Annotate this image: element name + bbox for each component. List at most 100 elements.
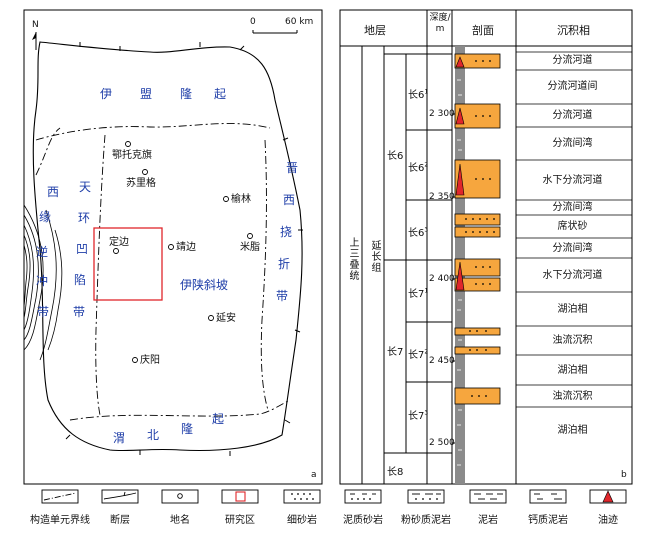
- scale-distance: 60 km: [285, 17, 314, 27]
- tectonic-boundaries: [35, 123, 291, 421]
- western-thrust-faults: [23, 204, 63, 361]
- region-char: 陷: [74, 273, 87, 287]
- depth-2450: 2 450: [429, 356, 455, 366]
- region-char: 折: [278, 257, 291, 271]
- region-char: 缘: [39, 210, 52, 224]
- region-yishan-slope: 伊陕斜坡: [180, 278, 229, 292]
- system-label: 上三叠统: [347, 237, 358, 281]
- fault-ticks: [65, 42, 303, 456]
- legend-label-fault: 断层: [110, 515, 130, 526]
- city-marker-sulige: [142, 169, 148, 175]
- submember-chang6-2: 长62: [408, 161, 429, 174]
- column-frame: [339, 9, 633, 485]
- region-char: 冲: [36, 274, 49, 288]
- facies-row: 分流河道: [552, 55, 593, 66]
- facies-row: 分流河道间: [547, 81, 598, 92]
- region-char: 天: [79, 180, 92, 194]
- legend-label-fine-sandstone: 细砂岩: [287, 515, 317, 526]
- region-char: 西: [47, 185, 60, 199]
- region-char: 带: [37, 305, 50, 319]
- legend-label-oil-trace: 油迹: [598, 515, 618, 526]
- facies-row: 湖泊相: [557, 365, 588, 376]
- scale-zero: 0: [250, 17, 256, 27]
- depth-2350: 2 350: [429, 192, 455, 202]
- city-mizhi: 米脂: [240, 242, 260, 253]
- sand-bed-6: [454, 258, 501, 277]
- facies-row: 湖泊相: [557, 425, 588, 436]
- facies-dividers: [516, 51, 632, 408]
- region-char: 渭: [113, 431, 126, 445]
- facies-row: 湖泊相: [557, 304, 588, 315]
- facies-row: 水下分流河道: [542, 270, 603, 281]
- legend-icons: [41, 489, 627, 504]
- legend-label-calcareous-mudstone: 钙质泥岩: [528, 515, 568, 526]
- region-char: 带: [73, 305, 86, 319]
- region-char: 盟: [140, 87, 153, 101]
- city-jingbian: 靖边: [176, 242, 196, 253]
- region-char: 挠: [280, 225, 293, 239]
- depth-2500: 2 500: [429, 438, 455, 448]
- facies-row: 浊流沉积: [552, 335, 593, 346]
- city-markers: [113, 141, 253, 363]
- submember-chang6-3: 长63: [408, 226, 429, 239]
- legend-label-argillaceous-sandstone: 泥质砂岩: [343, 515, 383, 526]
- facies-row: 水下分流河道: [542, 175, 603, 186]
- city-marker-etuokeqi: [125, 141, 131, 147]
- submember-chang6-1: 长61: [408, 88, 429, 101]
- sand-bed-5: [454, 226, 501, 238]
- sandstone-beds: [454, 53, 501, 405]
- sand-dots: [465, 60, 495, 397]
- city-dingbian: 定边: [109, 237, 129, 248]
- city-marker-qingyang: [132, 357, 138, 363]
- city-marker-jingbian: [168, 244, 174, 250]
- region-char: 起: [214, 87, 227, 101]
- sand-bed-10: [454, 387, 501, 405]
- sand-bed-4: [454, 213, 501, 226]
- facies-row: 浊流沉积: [552, 391, 593, 402]
- study-area-box: [93, 227, 163, 301]
- region-char: 晋: [286, 161, 299, 175]
- city-marker-dingbian: [113, 248, 119, 254]
- region-char: 带: [276, 289, 289, 303]
- member-chang6: 长6: [387, 151, 404, 162]
- formation-label: 延长组: [369, 240, 380, 273]
- city-marker-mizhi: [247, 233, 253, 239]
- region-char: 伊: [100, 87, 113, 101]
- region-char: 环: [78, 211, 91, 225]
- city-yanan: 延安: [216, 313, 236, 324]
- legend-label-study-area: 研究区: [225, 515, 255, 526]
- region-char: 隆: [181, 422, 194, 436]
- facies-row: 席状砂: [557, 221, 588, 232]
- legend-label-place: 地名: [170, 515, 190, 526]
- depth-2400: 2 400: [429, 274, 455, 284]
- region-char: 凹: [76, 242, 89, 256]
- region-char: 西: [283, 193, 296, 207]
- basin-boundary: [32, 41, 303, 452]
- region-char: 隆: [180, 87, 193, 101]
- region-char: 北: [147, 428, 160, 442]
- header-depth: 深度/ m: [429, 13, 451, 34]
- city-etuokeqi: 鄂托克旗: [112, 150, 152, 161]
- map-frame: [23, 9, 323, 485]
- facies-row: 分流间湾: [552, 138, 593, 149]
- legend-label-silty-mudstone: 粉砂质泥岩: [401, 515, 451, 526]
- submember-chang7-3: 长73: [408, 409, 429, 422]
- region-char: 逆: [36, 245, 49, 259]
- north-label: N: [32, 20, 39, 30]
- city-marker-yulin: [223, 196, 229, 202]
- facies-row: 分流间湾: [552, 202, 593, 213]
- city-marker-yanan: [208, 315, 214, 321]
- legend-label-mudstone: 泥岩: [478, 515, 498, 526]
- panel-letter-a: a: [311, 470, 317, 480]
- header-section: 剖面: [472, 24, 494, 37]
- member-chang8: 长8: [387, 467, 404, 478]
- north-arrow-icon: [32, 32, 37, 50]
- facies-row: 分流间湾: [552, 243, 593, 254]
- submember-chang7-1: 长71: [408, 287, 429, 300]
- member-chang7: 长7: [387, 347, 404, 358]
- facies-row: 分流河道: [552, 110, 593, 121]
- region-char: 起: [212, 412, 225, 426]
- city-yulin: 榆林: [231, 194, 251, 205]
- panel-letter-b: b: [621, 470, 627, 480]
